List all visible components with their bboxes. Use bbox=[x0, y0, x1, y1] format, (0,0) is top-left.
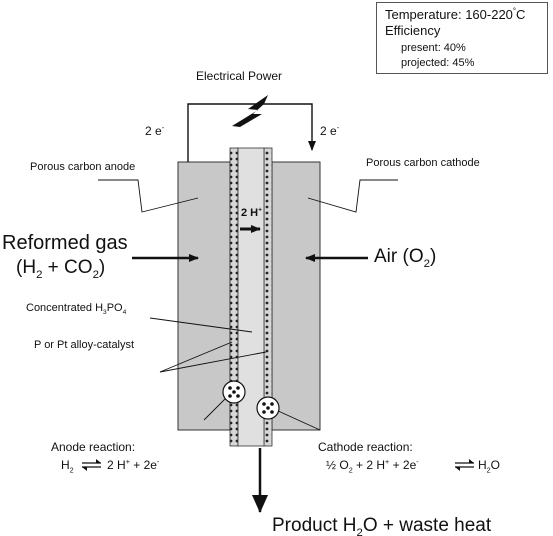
anode-h-sub: 2 bbox=[69, 465, 74, 475]
cathode-half: ½ O bbox=[326, 458, 349, 472]
anode-label: Porous carbon anode bbox=[30, 161, 136, 173]
catalyst-leader-line-b bbox=[159, 351, 267, 373]
reformed-gas-h-sub: 2 bbox=[36, 268, 43, 281]
product-tail: O + waste heat bbox=[362, 515, 492, 536]
cathode-prod-sub: 2 bbox=[486, 465, 491, 475]
cathode-reaction-product: H2O bbox=[478, 458, 501, 475]
air-label: Air (O2) bbox=[374, 246, 437, 269]
electrolyte-sub1: 3 bbox=[103, 309, 107, 317]
electron-right-coef: 2 e bbox=[320, 124, 337, 138]
reformed-gas-co-sub: 2 bbox=[92, 268, 99, 281]
anode-prod-sup: + bbox=[125, 457, 130, 466]
proton-sup: + bbox=[258, 206, 262, 214]
cathode-label: Porous carbon cathode bbox=[366, 157, 480, 169]
air-close: ) bbox=[429, 246, 437, 267]
cathode-tail-sup: - bbox=[416, 457, 419, 466]
anode-equilibrium-icon bbox=[82, 459, 101, 471]
cathode-leader-line bbox=[307, 179, 398, 213]
electrolyte-sub2: 4 bbox=[122, 309, 127, 317]
reformed-gas-close: ) bbox=[98, 257, 106, 278]
product-label: Product H2O + waste heat bbox=[272, 515, 492, 536]
reformed-gas-plus: + CO bbox=[42, 257, 93, 278]
anode-electrode bbox=[177, 161, 231, 431]
anode-reaction-leader bbox=[203, 397, 227, 421]
external-circuit-wire bbox=[187, 103, 316, 162]
reformed-gas-open: (H bbox=[16, 257, 37, 278]
proton-coef: 2 H bbox=[241, 207, 259, 219]
anode-reaction-products: 2 H+ + 2e- bbox=[107, 457, 160, 472]
temperature-label: Temperature: 160-220 bbox=[385, 7, 513, 22]
cathode-electrode bbox=[271, 161, 321, 431]
anode-reaction-title: Anode reaction: bbox=[51, 440, 136, 454]
cathode-reaction-leader bbox=[275, 409, 321, 431]
electrolyte-leader-line bbox=[149, 317, 253, 333]
catalyst-label: P or Pt alloy-catalyst bbox=[34, 339, 135, 351]
anode-tail-sup: - bbox=[156, 457, 160, 466]
cathode-mid: + 2 H bbox=[352, 458, 386, 472]
cathode-tail: + 2e bbox=[389, 458, 417, 472]
temperature-degree: ° bbox=[512, 6, 517, 16]
electron-right-sup: - bbox=[336, 123, 340, 132]
electrolyte-text: Concentrated H bbox=[26, 302, 104, 314]
proton-label: 2 H+ bbox=[241, 206, 262, 219]
electron-left-sup: - bbox=[161, 123, 165, 132]
cathode-prod-tail: O bbox=[490, 458, 501, 472]
product-sub: 2 bbox=[356, 526, 363, 536]
product-text: Product H bbox=[272, 515, 357, 536]
electrical-power-icon bbox=[232, 95, 268, 127]
anode-prod: 2 H bbox=[107, 458, 126, 472]
air-sub: 2 bbox=[423, 257, 430, 270]
operating-conditions-box: Temperature: 160-220°C Efficiency presen… bbox=[376, 2, 548, 74]
cathode-mid-sup: + bbox=[385, 457, 390, 466]
electron-left-coef: 2 e bbox=[145, 124, 162, 138]
temperature-row: Temperature: 160-220°C bbox=[385, 6, 547, 22]
electrolyte-mid: PO bbox=[106, 302, 123, 314]
reformed-gas-label: Reformed gas bbox=[2, 232, 128, 254]
anode-h: H bbox=[61, 458, 70, 472]
reformed-gas-formula: (H2 + CO2) bbox=[16, 257, 106, 280]
cathode-equilibrium-icon bbox=[455, 459, 474, 471]
electron-right-label: 2 e- bbox=[320, 123, 340, 138]
efficiency-label: Efficiency bbox=[385, 23, 441, 38]
anode-tail: + 2e bbox=[129, 458, 157, 472]
air-text: Air (O bbox=[374, 246, 424, 267]
cathode-reaction-title: Cathode reaction: bbox=[318, 440, 413, 454]
electrolyte-label: Concentrated H3PO4 bbox=[26, 302, 127, 317]
anode-leader-line bbox=[98, 179, 199, 213]
electron-left-label: 2 e- bbox=[145, 123, 165, 138]
cathode-reaction-reactants: ½ O2 + 2 H+ + 2e- bbox=[326, 457, 419, 475]
cathode-prod: H bbox=[478, 458, 487, 472]
anode-reaction-reactant: H2 bbox=[61, 458, 74, 475]
cathode-o-sub: 2 bbox=[348, 465, 353, 475]
temperature-unit: C bbox=[516, 7, 526, 22]
electrical-power-label: Electrical Power bbox=[196, 69, 283, 83]
efficiency-present: present: 40% bbox=[401, 42, 466, 54]
efficiency-projected: projected: 45% bbox=[401, 57, 475, 69]
catalyst-leader-line-a bbox=[159, 341, 233, 373]
